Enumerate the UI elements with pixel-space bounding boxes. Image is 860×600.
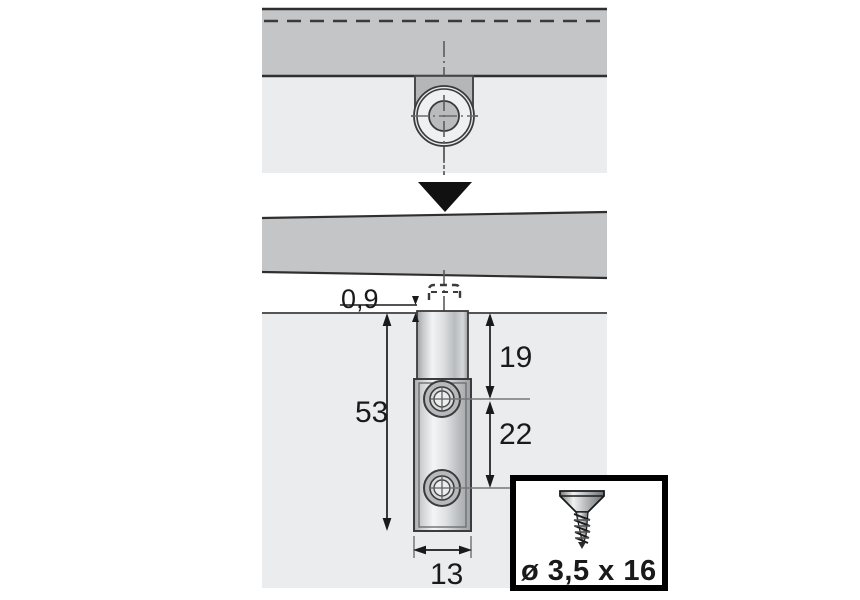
connector-upper-cylinder (416, 310, 469, 380)
top-view-gray-panel (262, 8, 607, 76)
dimension-lines-group (340, 296, 530, 558)
flow-down-arrow (418, 182, 472, 212)
top-view-group (262, 7, 607, 175)
dim-gap-arrow-down (412, 296, 419, 305)
dim-22-arrow-bottom (485, 475, 495, 488)
top-view-block-edge-overlay (414, 76, 474, 100)
connector-top-hidden-detail (427, 283, 462, 302)
bottom-view-panel-bottom-edge (261, 270, 608, 280)
dimension-label-total-height: 53 (355, 396, 389, 429)
countersunk-screw-icon (559, 490, 605, 549)
bottom-view-panel-top-edge (261, 210, 608, 220)
dim-gap-arrow-up (412, 313, 419, 322)
dim-13-arrow-left (413, 545, 426, 555)
connector-screw-hole-upper (423, 380, 461, 418)
screw-spec-inset-box (510, 475, 668, 591)
screw-spec-label: ø 3,5 x 16 (521, 555, 657, 587)
bottom-view-group (261, 210, 608, 588)
dimension-label-width: 13 (430, 558, 464, 591)
dimension-label-to-first-hole: 19 (499, 341, 533, 374)
dim-19-arrow-bottom (485, 386, 495, 399)
dim-53-arrow-bottom (382, 518, 392, 531)
dimension-label-hole-spacing: 22 (499, 418, 533, 451)
dim-19-arrow-top (485, 313, 495, 326)
dimension-label-gap: 0,9 (341, 284, 379, 314)
bottom-view-gray-panel (262, 212, 607, 278)
dim-22-arrow-top (485, 401, 495, 414)
dim-53-arrow-top (382, 313, 392, 326)
dim-13-arrow-right (459, 545, 472, 555)
